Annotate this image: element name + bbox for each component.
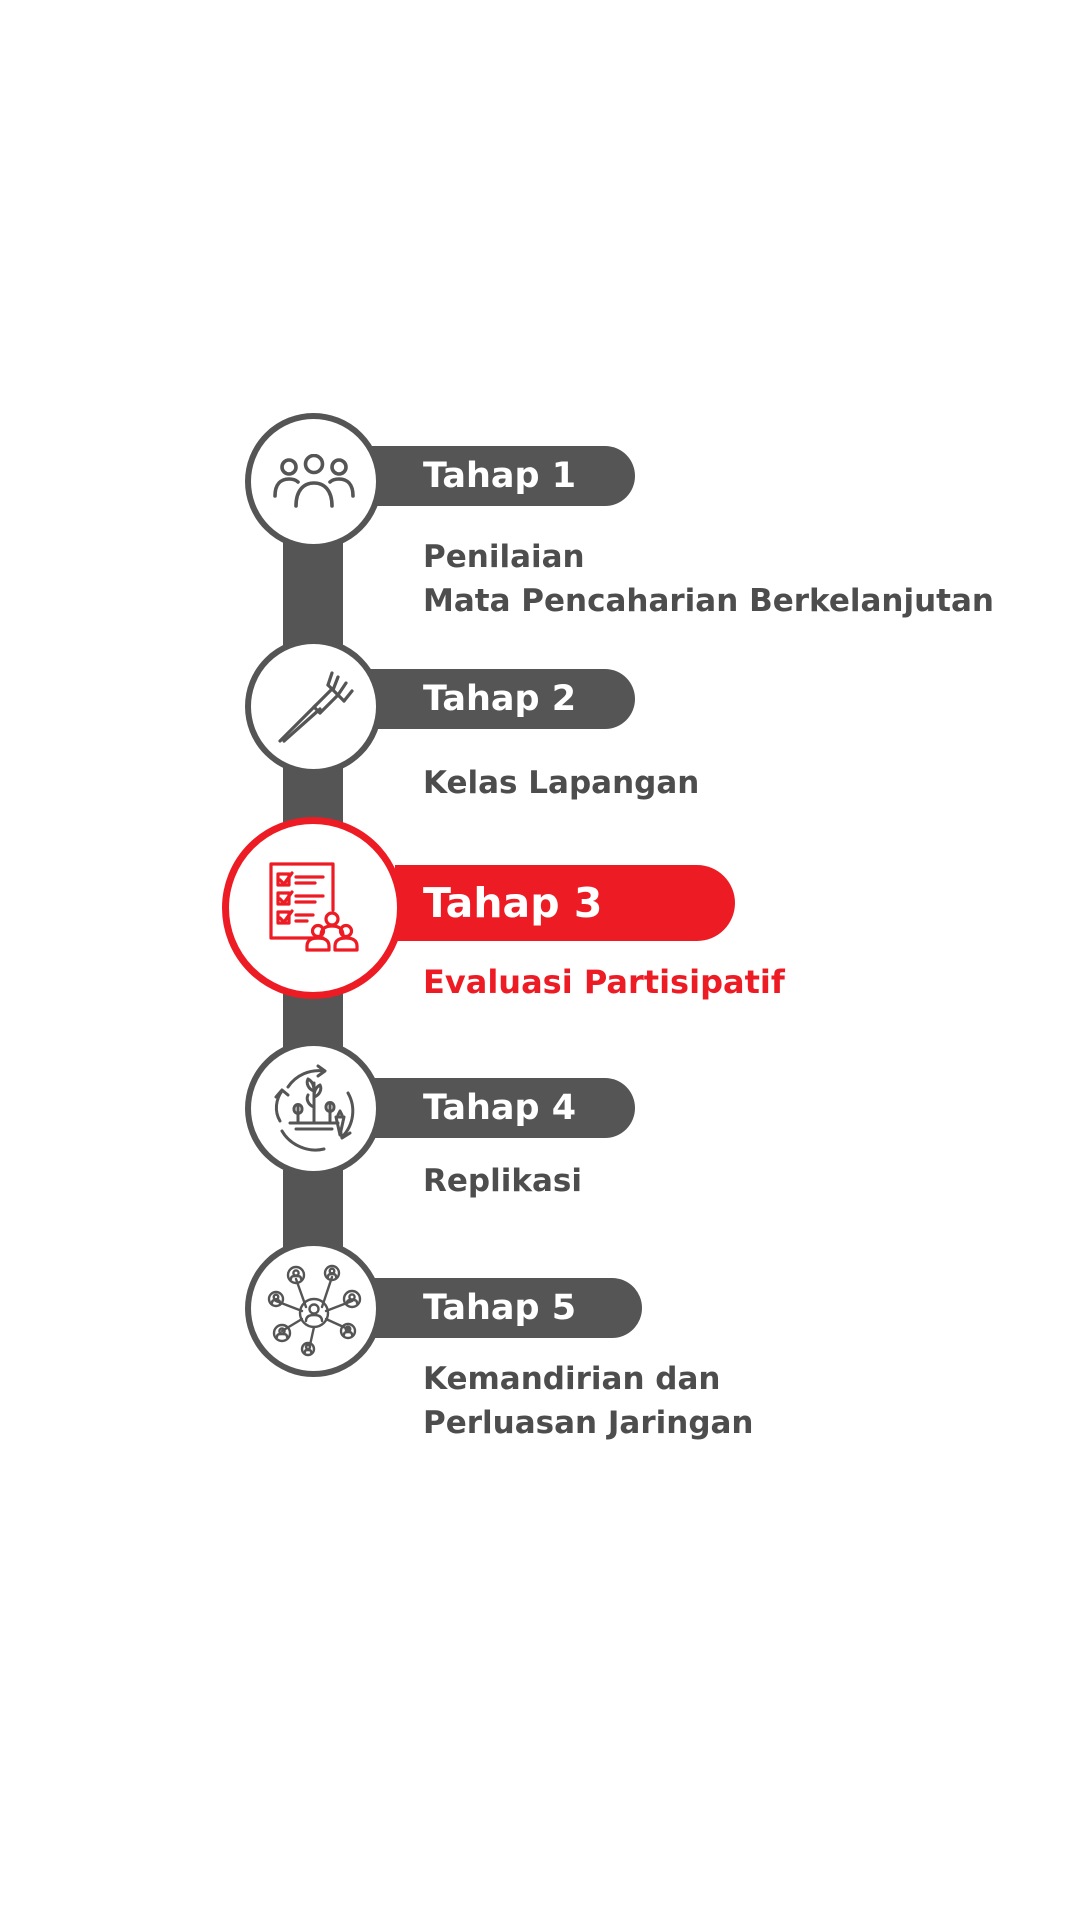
step-description: Kemandirian dan Perluasan Jaringan xyxy=(423,1357,754,1445)
step-icon-circle xyxy=(245,1040,382,1177)
step-description-line: Kelas Lapangan xyxy=(423,765,700,801)
step-description-line: Evaluasi Partisipatif xyxy=(423,963,785,1001)
garden-fork-icon xyxy=(277,670,354,743)
timeline-connector xyxy=(283,540,343,650)
step-description: Kelas Lapangan xyxy=(423,761,699,805)
step-label: Tahap 5 xyxy=(423,1288,577,1328)
step-description-line: Perluasan Jaringan xyxy=(423,1405,754,1441)
step-description: Penilaian Mata Pencaharian Berkelanjutan xyxy=(423,535,994,623)
step-description: Replikasi xyxy=(423,1159,582,1203)
people-group-icon xyxy=(272,453,355,508)
step-label: Tahap 2 xyxy=(423,679,577,719)
step-label-pill: Tahap 3 xyxy=(395,865,735,941)
timeline-connector xyxy=(283,1170,343,1250)
step-label-pill: Tahap 5 xyxy=(370,1278,642,1338)
step-label-pill: Tahap 2 xyxy=(370,669,635,729)
step-description-line: Mata Pencaharian Berkelanjutan xyxy=(423,583,994,619)
step-label-pill: Tahap 1 xyxy=(370,446,635,506)
step-icon-circle xyxy=(245,1240,382,1377)
step-icon-circle xyxy=(245,413,382,550)
step-label: Tahap 4 xyxy=(423,1088,577,1128)
step-label-pill: Tahap 4 xyxy=(370,1078,635,1138)
step-icon-circle xyxy=(245,638,382,775)
step-description-line: Replikasi xyxy=(423,1163,582,1199)
people-network-icon xyxy=(267,1264,361,1356)
step-description: Evaluasi Partisipatif xyxy=(423,960,785,1004)
checklist-people-icon xyxy=(269,862,359,952)
step-description-line: Kemandirian dan xyxy=(423,1361,721,1397)
crop-cycle-icon xyxy=(274,1064,354,1151)
step-description-line: Penilaian xyxy=(423,539,585,575)
step-icon-circle xyxy=(222,817,404,999)
step-label: Tahap 3 xyxy=(423,879,603,927)
step-label: Tahap 1 xyxy=(423,456,577,496)
